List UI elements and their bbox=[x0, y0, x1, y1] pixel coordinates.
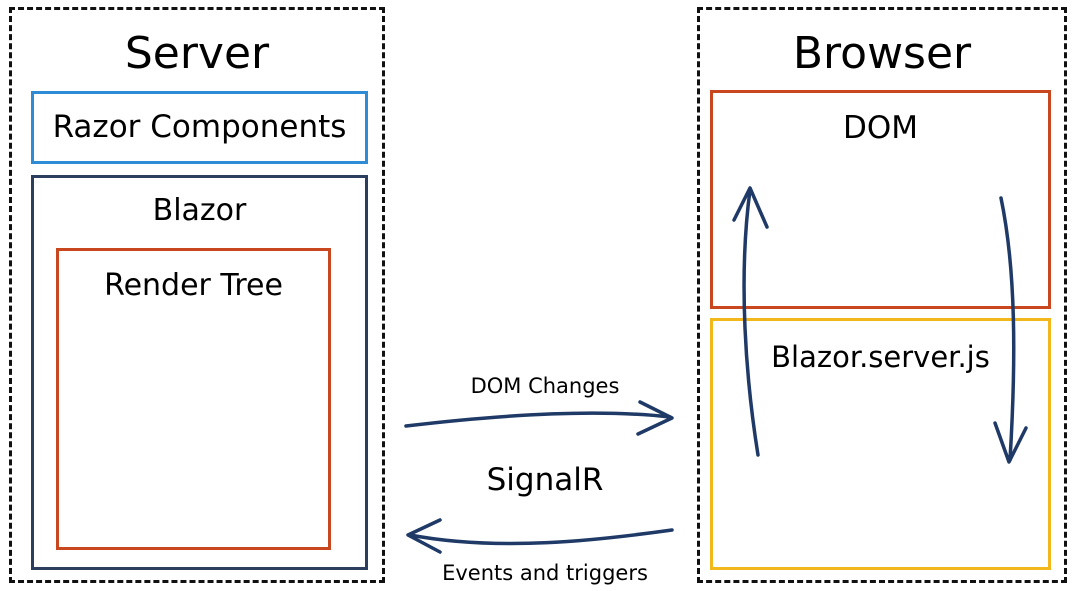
signalr-label: SignalR bbox=[486, 462, 604, 498]
dom-changes-arrowhead bbox=[636, 400, 674, 436]
blazor-server-js-label: Blazor.server.js bbox=[771, 340, 990, 374]
dom-changes-arrow bbox=[404, 411, 672, 428]
blazor-label: Blazor bbox=[152, 193, 247, 228]
razor-components-box bbox=[31, 91, 368, 164]
browser-title: Browser bbox=[792, 28, 972, 79]
down-arrowhead bbox=[993, 421, 1028, 464]
server-title: Server bbox=[124, 28, 270, 79]
blazor-box bbox=[31, 175, 368, 570]
dom-label: DOM bbox=[842, 110, 919, 146]
server-container bbox=[9, 7, 385, 583]
events-and-triggers-label: Events and triggers bbox=[442, 561, 648, 585]
razor-components-label: Razor Components bbox=[52, 109, 347, 145]
events-arrow bbox=[408, 528, 674, 546]
dom-box bbox=[710, 90, 1051, 309]
dom-changes-label: DOM Changes bbox=[470, 374, 620, 398]
down-arrow bbox=[999, 196, 1016, 462]
events-arrowhead bbox=[406, 518, 442, 554]
render-tree-box bbox=[56, 248, 331, 550]
render-tree-label: Render Tree bbox=[104, 268, 283, 303]
blazor-server-js-box bbox=[710, 318, 1051, 570]
up-arrowhead bbox=[732, 186, 769, 229]
browser-container bbox=[697, 7, 1067, 583]
up-arrow bbox=[742, 188, 760, 457]
